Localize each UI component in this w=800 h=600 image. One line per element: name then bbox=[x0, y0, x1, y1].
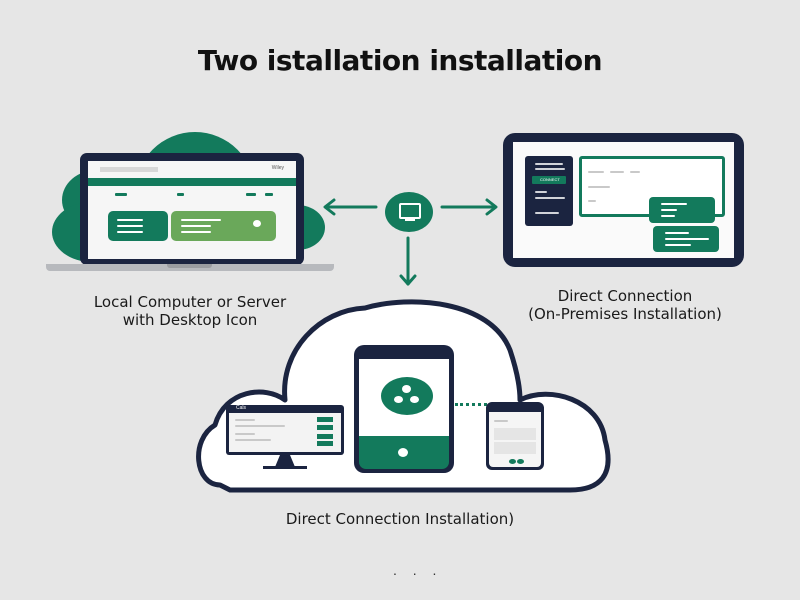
laptop-card-dark bbox=[108, 211, 168, 241]
cloud-small-phone bbox=[486, 402, 544, 470]
tablet-icon: CONNECT bbox=[503, 133, 744, 267]
tablet-screen: CONNECT bbox=[513, 142, 734, 258]
laptop-icon: Wiley bbox=[80, 153, 304, 265]
tablet-sidebar: CONNECT bbox=[525, 156, 573, 226]
tablet-card-2 bbox=[653, 226, 719, 252]
laptop-nav-bar bbox=[88, 178, 296, 186]
monitor-icon bbox=[399, 203, 421, 219]
center-hub[interactable] bbox=[385, 192, 433, 232]
monitor-base bbox=[263, 466, 307, 469]
home-button[interactable] bbox=[398, 448, 408, 457]
laptop-nav-item bbox=[177, 193, 184, 196]
laptop-address-bar bbox=[100, 167, 158, 172]
laptop-nav-item bbox=[115, 193, 127, 196]
monitor-header-text: Cals bbox=[236, 405, 247, 411]
laptop-nav-item bbox=[265, 193, 273, 196]
laptop-card-light bbox=[171, 211, 276, 241]
arrow-head-down bbox=[399, 274, 417, 286]
laptop-header-text: Wiley bbox=[271, 165, 284, 171]
laptop-nav-item bbox=[246, 193, 256, 196]
laptop-screen: Wiley bbox=[88, 161, 296, 259]
arrow-head-left bbox=[323, 198, 336, 216]
dotted-connector bbox=[455, 403, 487, 406]
app-logo-icon[interactable] bbox=[381, 377, 433, 415]
chat-icon bbox=[253, 220, 261, 227]
tablet-card-1 bbox=[649, 197, 715, 223]
laptop-label: Local Computer or Server with Desktop Ic… bbox=[93, 293, 287, 329]
connection-arrows bbox=[323, 198, 498, 286]
tablet-label: Direct Connection (On-Premises Installat… bbox=[528, 287, 722, 323]
footer-ellipsis: . . . bbox=[393, 562, 443, 578]
connect-button[interactable]: CONNECT bbox=[532, 176, 566, 184]
laptop-notch bbox=[167, 264, 212, 268]
cloud-label: Direct Connection Installation) bbox=[285, 510, 515, 528]
diagram-title: Two istallation installation bbox=[197, 44, 603, 77]
arrow-head-right bbox=[485, 198, 498, 216]
cloud-smartphone bbox=[354, 345, 454, 473]
cloud-desktop-monitor: Cals bbox=[226, 405, 344, 455]
monitor-stand bbox=[275, 455, 295, 467]
laptop-node: Wiley bbox=[40, 130, 340, 280]
